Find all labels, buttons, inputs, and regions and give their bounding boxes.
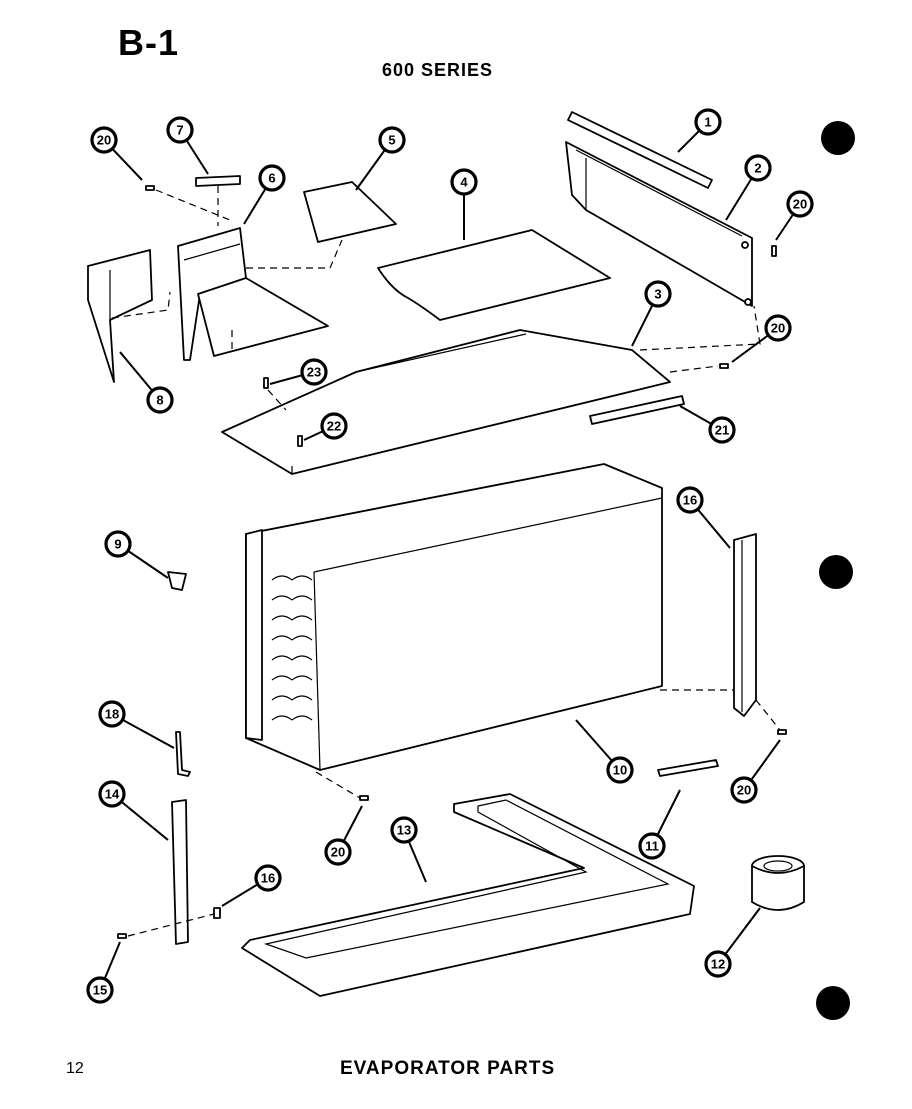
svg-text:4: 4 xyxy=(460,175,468,190)
callout-4: 4 xyxy=(450,168,478,196)
part-10-evaporator-coil xyxy=(245,463,663,771)
part-9-clip xyxy=(167,571,187,591)
svg-text:10: 10 xyxy=(613,763,627,778)
svg-text:22: 22 xyxy=(327,419,341,434)
svg-text:18: 18 xyxy=(105,707,119,722)
part-12-tape-roll xyxy=(751,855,805,911)
svg-text:1: 1 xyxy=(704,115,711,130)
callout-22: 22 xyxy=(320,412,348,440)
callout-16-bottom: 16 xyxy=(254,864,282,892)
callout-10: 10 xyxy=(606,756,634,784)
part-16-side-bracket xyxy=(733,533,757,717)
footer-title: EVAPORATOR PARTS xyxy=(340,1058,556,1079)
part-11-strip xyxy=(657,759,719,777)
svg-text:6: 6 xyxy=(268,171,275,186)
svg-text:11: 11 xyxy=(645,839,659,854)
svg-text:13: 13 xyxy=(397,823,411,838)
callout-20-coil: 20 xyxy=(324,838,352,866)
binder-hole-bottom xyxy=(816,986,850,1020)
assembly-lines xyxy=(111,186,781,937)
svg-text:2: 2 xyxy=(754,161,761,176)
callout-9: 9 xyxy=(104,530,132,558)
callout-15: 15 xyxy=(86,976,114,1004)
callout-18: 18 xyxy=(98,700,126,728)
svg-text:23: 23 xyxy=(307,365,321,380)
svg-text:7: 7 xyxy=(176,123,183,138)
svg-text:16: 16 xyxy=(261,871,275,886)
callout-12: 12 xyxy=(704,950,732,978)
callout-20-top-right: 20 xyxy=(786,190,814,218)
part-3-base-plate xyxy=(221,329,671,475)
part-6-bracket xyxy=(177,227,329,361)
part-4-insulation xyxy=(377,229,611,321)
callout-7: 7 xyxy=(166,116,194,144)
part-13-drain-pan xyxy=(241,793,695,997)
series-title: 600 SERIES xyxy=(382,60,494,80)
svg-text:21: 21 xyxy=(715,423,729,438)
svg-text:9: 9 xyxy=(114,537,121,552)
part-8-corner-panel xyxy=(87,249,153,383)
part-1-strip xyxy=(567,111,713,189)
svg-text:12: 12 xyxy=(711,957,725,972)
part-14-post xyxy=(171,799,189,945)
callout-20-plate: 20 xyxy=(764,314,792,342)
callout-16-right: 16 xyxy=(676,486,704,514)
callout-20-top-left: 20 xyxy=(90,126,118,154)
callout-3: 3 xyxy=(644,280,672,308)
callout-11: 11 xyxy=(638,832,666,860)
svg-text:20: 20 xyxy=(737,783,751,798)
callout-20-bracket: 20 xyxy=(730,776,758,804)
svg-text:15: 15 xyxy=(93,983,107,998)
svg-text:20: 20 xyxy=(771,321,785,336)
svg-text:14: 14 xyxy=(105,787,120,802)
callout-23: 23 xyxy=(300,358,328,386)
svg-text:5: 5 xyxy=(388,133,395,148)
svg-text:16: 16 xyxy=(683,493,697,508)
page-code: B-1 xyxy=(118,22,180,63)
callout-13: 13 xyxy=(390,816,418,844)
svg-text:20: 20 xyxy=(97,133,111,148)
callout-2: 2 xyxy=(744,154,772,182)
part-18-rod xyxy=(175,731,191,777)
callout-21: 21 xyxy=(708,416,736,444)
part-21-rail xyxy=(589,395,685,425)
callout-14: 14 xyxy=(98,780,126,808)
part-5-panel xyxy=(303,181,397,243)
callout-6: 6 xyxy=(258,164,286,192)
page-number: 12 xyxy=(66,1060,84,1077)
callout-8: 8 xyxy=(146,386,174,414)
callout-1: 1 xyxy=(694,108,722,136)
binder-hole-top xyxy=(821,121,855,155)
screws xyxy=(117,185,787,939)
svg-text:20: 20 xyxy=(331,845,345,860)
part-2-rear-panel xyxy=(565,141,753,307)
part-7-strip xyxy=(195,175,241,187)
callout-5: 5 xyxy=(378,126,406,154)
binder-hole-middle xyxy=(819,555,853,589)
svg-text:3: 3 xyxy=(654,287,661,302)
svg-text:8: 8 xyxy=(156,393,163,408)
svg-text:20: 20 xyxy=(793,197,807,212)
